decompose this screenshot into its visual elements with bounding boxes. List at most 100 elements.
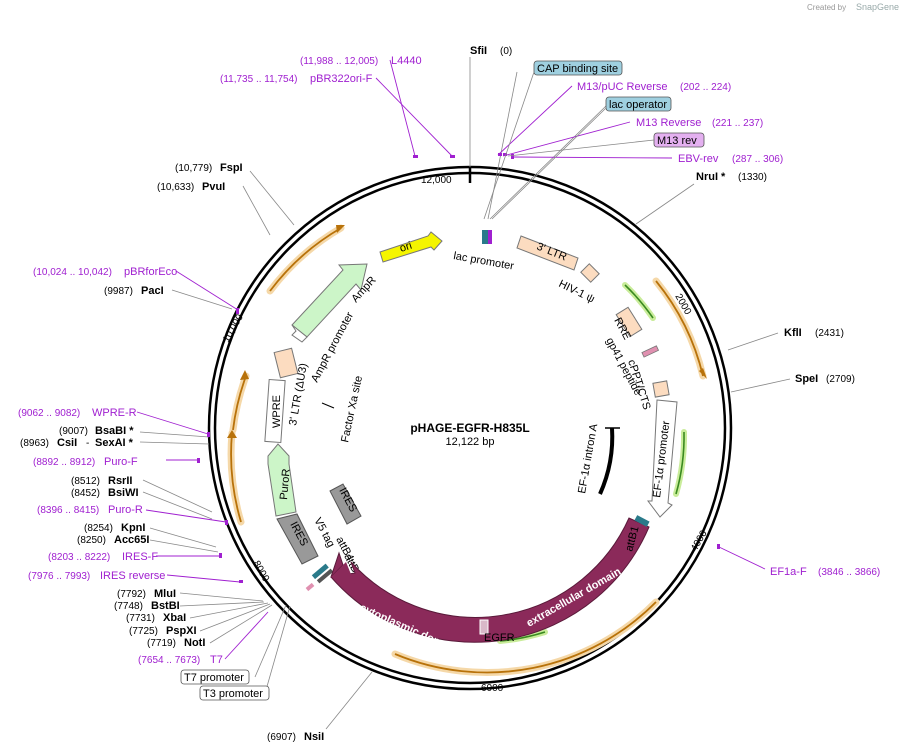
site-acc65i-pos: (8250): [77, 535, 106, 546]
site-spei[interactable]: SpeI: [795, 373, 818, 385]
primer-ires-rev[interactable]: IRES reverse: [100, 570, 165, 582]
small-features-8000: [305, 563, 334, 592]
tick-12000: 12,000: [421, 175, 452, 186]
tick-10000: 10,000: [221, 312, 246, 344]
orf-arrowheads: [227, 225, 707, 438]
attb1-feature[interactable]: [634, 515, 650, 527]
site-bsabi-pos: (9007): [59, 426, 88, 437]
site-rsrii[interactable]: RsrII: [108, 475, 132, 487]
primer-ef1a-f[interactable]: EF1a-F: [770, 566, 807, 578]
lac-promoter-label: lac promoter: [452, 250, 515, 272]
site-spei-pos: (2709): [826, 374, 855, 385]
ampr-feature[interactable]: [291, 263, 368, 338]
t7-promoter-box[interactable]: [180, 669, 250, 685]
primer-wpre-r[interactable]: WPRE-R: [92, 407, 137, 419]
puror-label: PuroR: [278, 468, 293, 500]
primer-m13-rev[interactable]: M13 Reverse: [636, 117, 701, 129]
site-pvui[interactable]: PvuI: [202, 181, 225, 193]
site-nsii[interactable]: NsiI: [304, 731, 324, 743]
site-sexai[interactable]: SexAI *: [95, 437, 134, 449]
ampr-promoter-feature[interactable]: [291, 324, 308, 343]
primer-pbr322ori[interactable]: pBR322ori-F: [310, 73, 373, 85]
v5-tag-label: V5 tag: [311, 516, 337, 550]
primer-t7-range: (7654 .. 7673): [138, 655, 200, 666]
site-pvui-pos: (10,633): [157, 182, 194, 193]
egfr-arrowhead: [331, 562, 355, 584]
m13-primer-marker: [488, 230, 492, 244]
primer-l4440[interactable]: L4440: [391, 55, 422, 67]
ef1a-promoter-feature[interactable]: [647, 399, 678, 518]
ori-feature[interactable]: [379, 231, 443, 263]
primer-ires-f[interactable]: IRES-F: [122, 551, 158, 563]
t3-promoter-box[interactable]: [199, 685, 270, 701]
hiv-psi-feature[interactable]: [580, 263, 600, 283]
puror-feature[interactable]: [267, 443, 297, 517]
primer-puro-f-range: (8892 .. 8912): [33, 457, 95, 468]
cppt-feature[interactable]: [652, 380, 670, 398]
site-sfii[interactable]: SfiI: [470, 45, 487, 57]
site-kpni[interactable]: KpnI: [121, 522, 145, 534]
primer-t7[interactable]: T7: [210, 654, 223, 666]
primer-m13puc-rev-range: (202 .. 224): [680, 82, 731, 93]
wpre-feature[interactable]: [264, 378, 286, 444]
site-kfli[interactable]: KflI: [784, 327, 802, 339]
site-fspi-pos: (10,779): [175, 163, 212, 174]
ires-inner-feature[interactable]: [329, 483, 362, 525]
site-sfii-pos: (0): [500, 46, 512, 57]
ef1a-intron-label: EF-1α intron A: [576, 422, 600, 494]
site-pspxi[interactable]: PspXI: [166, 625, 197, 637]
site-csii[interactable]: CsiI: [57, 437, 77, 449]
cap-site-box[interactable]: [533, 60, 623, 76]
site-rsrii-pos: (8512): [71, 476, 100, 487]
site-csii-dash: -: [86, 438, 89, 449]
site-mlui-pos: (7792): [117, 589, 146, 600]
site-kfli-pos: (2431): [815, 328, 844, 339]
primer-puro-r-range: (8396 .. 8415): [37, 505, 99, 516]
t7-promoter-label: T7 promoter: [184, 672, 244, 684]
primer-m13-rev-range: (221 .. 237): [712, 118, 763, 129]
site-csii-pos: (8963): [20, 438, 49, 449]
factor-xa-label: Factor Xa site: [339, 375, 365, 444]
ires-outer-feature[interactable]: [276, 513, 319, 565]
site-noti[interactable]: NotI: [184, 637, 205, 649]
factor-xa-tick: [321, 402, 335, 409]
primer-m13puc-rev[interactable]: M13/pUC Reverse: [577, 81, 667, 93]
primer-l4440-range: (11,988 .. 12,005): [300, 56, 378, 67]
primer-puro-f[interactable]: Puro-F: [104, 456, 138, 468]
site-xbai[interactable]: XbaI: [163, 612, 186, 624]
site-acc65i[interactable]: Acc65I: [114, 534, 149, 546]
site-fspi[interactable]: FspI: [220, 162, 243, 174]
ltr3-du3-feature[interactable]: [273, 347, 299, 379]
credit-prefix: Created by: [807, 3, 846, 12]
lac-operator-feature[interactable]: [482, 230, 488, 244]
gp41-feature[interactable]: [641, 345, 660, 358]
primer-ires-f-range: (8203 .. 8222): [48, 552, 110, 563]
site-mlui[interactable]: MluI: [154, 588, 176, 600]
t3-promoter-label: T3 promoter: [203, 688, 263, 700]
lac-operator-label: lac operator: [609, 99, 667, 111]
lac-operator-box[interactable]: [605, 96, 672, 112]
egfr-feature[interactable]: [330, 517, 650, 643]
rre-feature[interactable]: [615, 306, 643, 338]
primer-ires-rev-range: (7976 .. 7993): [28, 571, 90, 582]
site-paci[interactable]: PacI: [141, 285, 164, 297]
primer-puro-r[interactable]: Puro-R: [108, 504, 143, 516]
ltr3-feature[interactable]: [516, 235, 579, 271]
egfr-label: EGFR: [484, 632, 515, 644]
site-bstbi[interactable]: BstBI: [151, 600, 180, 612]
ef1a-intron-feature[interactable]: [598, 427, 615, 495]
primer-leaders: [136, 59, 766, 660]
wpre-label: WPRE: [271, 395, 283, 428]
site-bstbi-pos: (7748): [114, 601, 143, 612]
primer-pbrforeco[interactable]: pBRforEco: [124, 266, 177, 278]
primer-ebv-rev[interactable]: EBV-rev: [678, 153, 719, 165]
site-nrui[interactable]: NruI *: [696, 171, 726, 183]
site-bsabi[interactable]: BsaBI *: [95, 425, 134, 437]
site-leaders: [139, 57, 791, 730]
site-bsiwi[interactable]: BsiWI: [108, 487, 139, 499]
plasmid-name: pHAGE-EGFR-H835L: [410, 421, 529, 435]
tick-4000: 4000: [689, 528, 710, 553]
ori-label: ori: [398, 240, 413, 255]
cap-site-label: CAP binding site: [537, 63, 618, 75]
